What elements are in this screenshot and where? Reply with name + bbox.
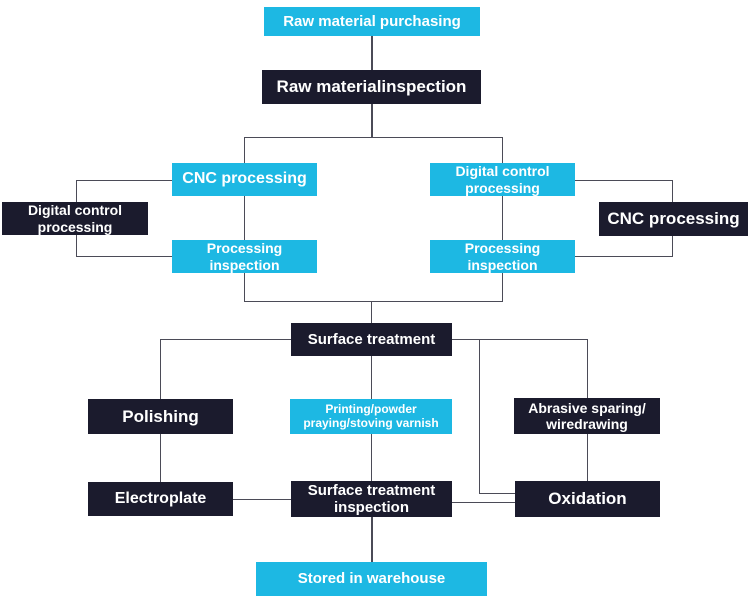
node-digital-control-processing-right: Digital control processing	[430, 163, 575, 196]
connector-right-bracket-bottom	[575, 256, 673, 257]
node-abrasive-sparing-wiredrawing: Abrasive sparing/ wiredrawing	[514, 398, 660, 434]
node-cnc-processing-left: CNC processing	[172, 163, 317, 196]
connector-polishing-drop	[160, 339, 161, 399]
node-oxidation: Oxidation	[515, 481, 660, 517]
connector-inspection-left-down	[244, 273, 245, 302]
node-cnc-processing-right: CNC processing	[599, 202, 748, 236]
node-surface-treatment-inspection: Surface treatment inspection	[291, 481, 452, 517]
node-raw-material-inspection: Raw materialinspection	[262, 70, 481, 104]
connector-merge-to-surface	[371, 301, 372, 323]
node-processing-inspection-right: Processing inspection	[430, 240, 575, 273]
connector-split-to-cnc-left	[244, 137, 245, 163]
connector-surface-to-polishing-horizontal	[160, 339, 291, 340]
connector-split-horizontal	[244, 137, 503, 138]
connector-inspection-to-oxidation	[452, 502, 515, 503]
connector-left-bracket-bottom	[76, 256, 172, 257]
node-printing-powder-spraying: Printing/powder praying/stoving varnish	[290, 399, 452, 434]
connector-inspection-right-down	[502, 273, 503, 302]
node-stored-in-warehouse: Stored in warehouse	[256, 562, 487, 596]
connector-split-to-digital-right	[502, 137, 503, 163]
connector-surface-to-abrasive-horizontal	[452, 339, 588, 340]
connector-inspection-to-split	[371, 104, 373, 138]
connector-abrasive-to-oxidation	[587, 434, 588, 481]
connector-purchasing-to-inspection	[371, 36, 373, 70]
node-electroplate: Electroplate	[88, 482, 233, 516]
connector-oxidation-inlet-upper	[479, 493, 515, 494]
connector-right-bracket-top	[575, 180, 673, 181]
connector-digital-right-to-inspection	[502, 196, 503, 240]
connector-inspection-to-stored	[371, 517, 373, 562]
node-raw-material-purchasing: Raw material purchasing	[264, 7, 480, 36]
connector-merge-horizontal	[244, 301, 503, 302]
node-digital-control-processing-left: Digital control processing	[2, 202, 148, 235]
connector-electroplate-to-inspection	[233, 499, 291, 500]
node-processing-inspection-left: Processing inspection	[172, 240, 317, 273]
connector-cnc-left-to-inspection	[244, 196, 245, 240]
connector-polishing-to-electroplate	[160, 434, 161, 482]
connector-surface-to-oxidation-vertical	[479, 339, 480, 494]
node-polishing: Polishing	[88, 399, 233, 434]
node-surface-treatment: Surface treatment	[291, 323, 452, 356]
connector-left-bracket-top	[76, 180, 172, 181]
connector-abrasive-drop	[587, 339, 588, 398]
